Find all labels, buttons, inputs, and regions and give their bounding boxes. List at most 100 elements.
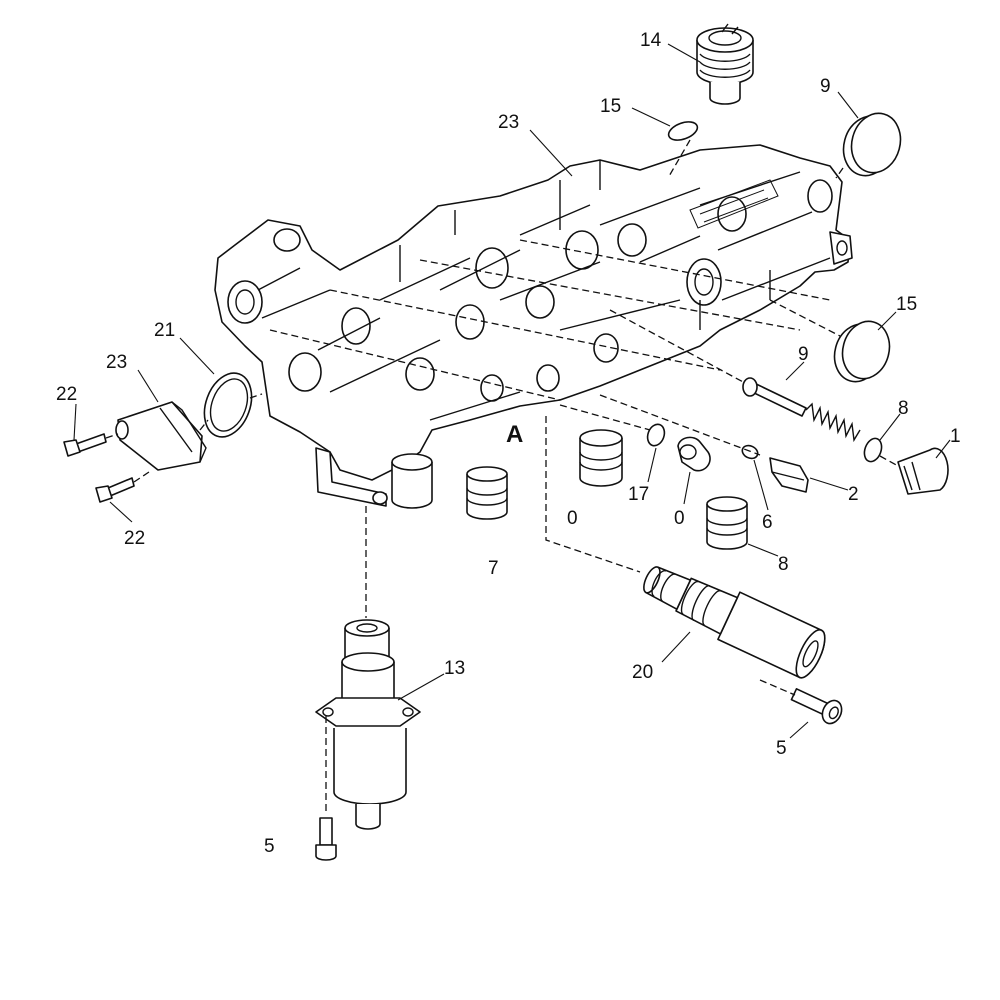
callout-23-top: 23 <box>498 112 519 133</box>
leader-22-top <box>73 403 77 441</box>
sensor-tip <box>709 82 741 105</box>
callout-21: 21 <box>154 320 175 341</box>
plug <box>897 447 949 495</box>
leader-14 <box>667 43 701 63</box>
body-bore <box>341 307 371 345</box>
body-bore <box>694 268 714 296</box>
section-marker: A <box>506 421 523 448</box>
solenoid-upper-top <box>344 619 390 637</box>
callout-22-top: 22 <box>56 384 77 405</box>
part-edge <box>771 471 805 481</box>
ring-6 <box>741 444 759 460</box>
sleeve-grooves <box>579 451 623 471</box>
leader-15-top <box>631 107 671 127</box>
cover-axis-line <box>105 393 263 483</box>
leader-8-lower <box>747 543 779 557</box>
gasket-outer <box>203 372 253 438</box>
bolt-22-bottom <box>95 477 135 503</box>
stem-axis-line <box>609 309 746 384</box>
stem-head <box>742 377 758 397</box>
body-bracket <box>315 447 433 509</box>
callout-6: 6 <box>762 512 773 533</box>
callout-15-right: 15 <box>896 294 917 315</box>
bolt-head-socket <box>828 706 839 720</box>
solenoid-upper-bore <box>356 623 378 633</box>
side-cover <box>115 401 207 471</box>
body-bore <box>475 247 509 289</box>
callout-13: 13 <box>444 658 465 679</box>
bolt-shank <box>319 817 333 846</box>
bolt-5-bottom <box>315 817 337 861</box>
cap-face <box>841 320 891 380</box>
flange-hole <box>402 707 414 717</box>
sleeve-grooves <box>466 487 508 506</box>
body-bore <box>617 223 647 257</box>
callout-9-right: 9 <box>798 344 809 365</box>
seal-top <box>667 121 699 141</box>
solenoid-axis-line <box>545 416 641 573</box>
solenoid-tip-rings <box>651 570 676 603</box>
leader-23-top <box>529 129 573 177</box>
sleeve-middle <box>466 466 508 520</box>
cap-face <box>850 112 902 174</box>
bolt-shank <box>790 688 829 715</box>
callout-2: 2 <box>848 484 859 505</box>
sleeve-top <box>466 466 508 482</box>
callout-3: 0 <box>674 508 685 529</box>
solenoid-can <box>333 728 407 805</box>
body-ribs <box>257 160 831 421</box>
sensor-connector <box>708 30 742 46</box>
body-bore <box>273 228 301 252</box>
bolt-22-top <box>63 433 107 457</box>
body-mount-ear <box>829 231 853 265</box>
parts-axis-line <box>559 394 761 456</box>
sleeve-lower <box>706 496 748 550</box>
leader-13 <box>397 673 445 701</box>
solenoid-flange <box>315 697 421 727</box>
body-bore <box>525 285 555 319</box>
bracket-hole <box>372 491 388 505</box>
sleeve-body <box>466 474 508 520</box>
valve-part-3 <box>677 436 711 472</box>
leader-9-top <box>837 91 859 119</box>
callout-22-bottom: 22 <box>124 528 145 549</box>
cap-right <box>833 320 891 383</box>
plug-ribs <box>903 461 921 491</box>
gasket-inner <box>209 378 249 432</box>
callout-14: 14 <box>640 30 662 51</box>
leader-22-bottom <box>109 501 133 523</box>
cover-rim <box>159 401 207 463</box>
callout-8-right: 8 <box>898 398 909 419</box>
callout-23-left: 23 <box>106 352 127 373</box>
body-bore <box>807 179 833 213</box>
solenoid-connector <box>802 640 819 668</box>
sleeve-top <box>706 496 748 512</box>
callout-8-lower: 8 <box>778 554 789 575</box>
solenoid-13 <box>315 619 421 830</box>
leader-17 <box>647 447 657 483</box>
bolt-head <box>95 485 113 503</box>
part-body <box>769 457 809 493</box>
callout-20: 20 <box>632 662 653 683</box>
sleeve-grooves <box>706 517 748 536</box>
leader-23-left <box>137 369 159 403</box>
cap-top-right <box>842 112 902 177</box>
valve-body <box>214 144 853 481</box>
callout-1: 1 <box>950 426 961 447</box>
sleeve-body <box>706 504 748 550</box>
valve-stem <box>742 377 807 417</box>
ring <box>863 437 883 463</box>
body-bore <box>480 374 504 402</box>
bolt-head <box>821 699 843 725</box>
plug-body <box>897 447 949 495</box>
plug-axis-line <box>879 455 899 467</box>
bolt-head <box>315 844 337 861</box>
flange-hole <box>322 707 334 717</box>
leader-15-right <box>877 311 897 331</box>
leader-9-right <box>785 361 805 381</box>
solenoid-20 <box>643 566 826 679</box>
bolt-axis-line <box>759 679 796 696</box>
solenoid-tip-end <box>643 566 661 594</box>
leader-6 <box>753 459 769 511</box>
